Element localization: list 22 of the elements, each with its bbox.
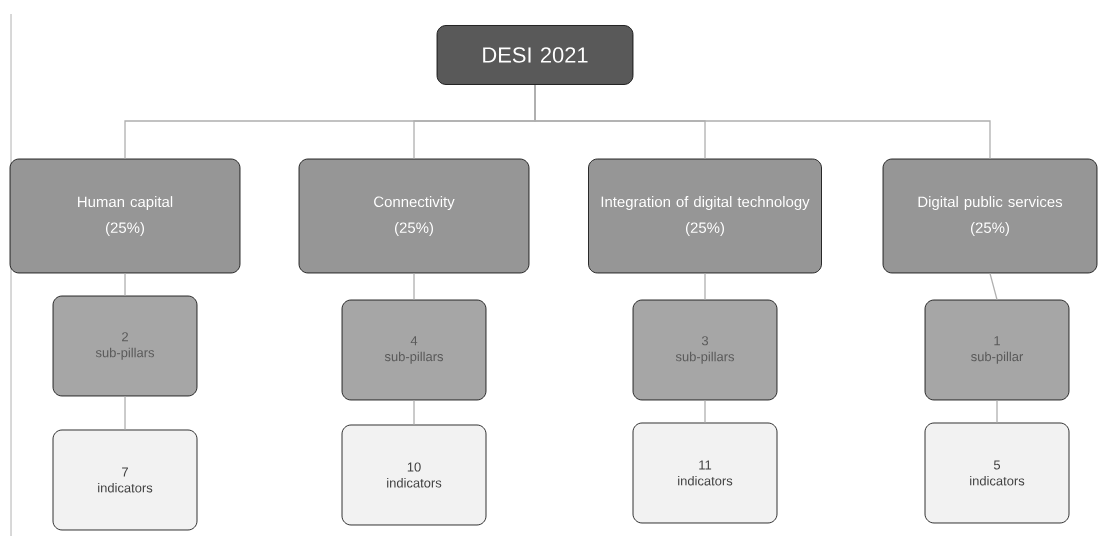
connector-line xyxy=(534,84,991,160)
indicator-box: 10 indicators xyxy=(341,424,487,526)
indicator-box: 11 indicators xyxy=(632,422,778,524)
connector-line xyxy=(989,272,998,301)
indicator-box: 7 indicators xyxy=(52,429,198,531)
sub-pillar-box: 4 sub-pillars xyxy=(341,299,487,401)
sub-pillar-box: 2 sub-pillars xyxy=(52,295,198,397)
connector-line xyxy=(413,399,415,426)
connector-line xyxy=(704,399,706,424)
sub-pillar-box: 3 sub-pillars xyxy=(632,299,778,401)
sub-pillar-box: 1 sub-pillar xyxy=(924,299,1070,401)
pillar-box: Connectivity (25%) xyxy=(298,158,530,274)
pillar-box: Human capital (25%) xyxy=(9,158,241,274)
desi-box: DESI 2021 xyxy=(436,25,634,85)
connector-line xyxy=(704,272,706,301)
pillar-box: Integration of digital technology (25%) xyxy=(588,158,822,274)
connector-line xyxy=(124,272,126,297)
pillar-box: Digital public services (25%) xyxy=(882,158,1098,274)
indicator-box: 5 indicators xyxy=(924,422,1070,524)
connector-line xyxy=(124,395,126,431)
connector-line xyxy=(413,272,415,301)
connector-line xyxy=(996,399,998,424)
